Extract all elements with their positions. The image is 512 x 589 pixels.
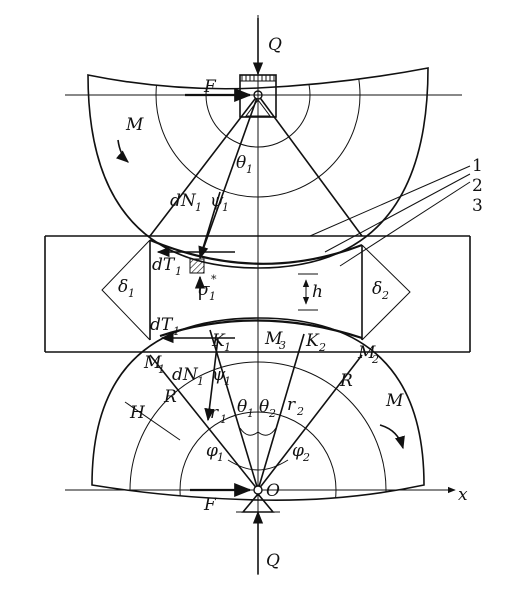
label-theta1-top: θ [236, 153, 246, 173]
label-m-bottom: M [385, 391, 404, 411]
callout-3-leader [339, 181, 471, 267]
lower-inner-circle [129, 361, 387, 501]
label-phi2: φ [292, 441, 304, 461]
label-theta1-bottom: θ [237, 397, 247, 417]
label-m3-sub: 3 [279, 339, 286, 352]
label-phi2-sub: 2 [302, 451, 310, 464]
label-f-top: F [203, 77, 217, 97]
strip [44, 235, 471, 353]
lower-pivot [253, 485, 263, 495]
upper-contact-arc [149, 238, 363, 265]
r2-line [257, 333, 305, 491]
lower-roll [91, 317, 425, 513]
label-q-top: Q [268, 35, 282, 55]
r1-line [209, 329, 259, 491]
label-dt1-upper-sub: 1 [175, 265, 182, 278]
dn1-bottom-arrow [204, 337, 219, 422]
label-theta1-bottom-sub: 1 [247, 407, 254, 420]
label-theta1-top-sub: 1 [246, 163, 253, 176]
callout-1: 1 [472, 156, 483, 176]
label-m1: M [143, 353, 162, 373]
label-dn1-bottom: dN [172, 365, 199, 385]
label-sigma1: σ [198, 280, 210, 300]
label-theta2-bottom: θ [259, 397, 269, 417]
callout-3: 3 [472, 196, 483, 216]
label-r1-sub: 1 [220, 413, 227, 426]
upper-left-radius [149, 94, 259, 237]
label-psi1-bottom-sub: 1 [224, 375, 231, 388]
upper-right-radius [257, 94, 363, 237]
label-m-top: M [125, 115, 144, 135]
label-m2-sub: 2 [371, 353, 379, 366]
label-r2: r [287, 395, 296, 415]
label-h-upper: H [129, 403, 146, 423]
label-h: h [312, 282, 323, 302]
label-x: x [458, 485, 468, 505]
h-dimension-line [124, 401, 181, 441]
label-psi1-top: ψ [210, 191, 224, 211]
delta2-wedge [361, 244, 411, 341]
theta1-arc [239, 427, 259, 436]
dn1-top-arrow [198, 191, 221, 260]
label-delta1: δ [118, 277, 128, 297]
label-f-bottom: F [203, 495, 217, 515]
label-theta2-bottom-sub: 2 [268, 407, 276, 420]
label-dt1-lower-sub: 1 [173, 325, 180, 338]
label-sigma1-sub: 1 [209, 290, 216, 303]
label-phi1-sub: 1 [217, 451, 224, 464]
label-o: O [266, 481, 280, 501]
label-k2: K [305, 331, 320, 351]
label-dn1-top: dN [170, 191, 197, 211]
label-k1: K [211, 331, 226, 351]
label-r-left: R [163, 387, 177, 407]
label-r1: r [210, 403, 219, 423]
label-phi1: φ [206, 441, 218, 461]
label-delta2: δ [372, 279, 382, 299]
label-m3: M [264, 329, 283, 349]
label-dn1-bottom-sub: 1 [197, 375, 204, 388]
label-psi1-top-sub: 1 [222, 201, 229, 214]
label-sigma1-sup: * [211, 273, 217, 286]
upper-dn1-line [199, 94, 259, 259]
label-k1-sub: 1 [224, 341, 231, 354]
label-dt1-upper: dT [152, 255, 176, 275]
element-block [189, 258, 205, 274]
label-k2-sub: 2 [318, 341, 326, 354]
callout-2-leader [324, 173, 471, 253]
label-r-right: R [339, 371, 353, 391]
label-m2: M [357, 343, 376, 363]
delta1-wedge [101, 239, 151, 341]
label-psi1-bottom: ψ [212, 365, 226, 385]
phi-arc [227, 459, 289, 471]
lower-roll-outline [91, 317, 425, 501]
label-r2-sub: 2 [296, 405, 304, 418]
label-m1-sub: 1 [158, 363, 165, 376]
lower-right-radius [257, 354, 363, 491]
callout-2: 2 [472, 176, 483, 196]
callout-1-leader [309, 165, 471, 237]
label-q-bottom: Q [266, 551, 280, 571]
lower-left-radius [149, 354, 259, 491]
label-delta2-sub: 2 [381, 289, 389, 302]
m-top-arrow [115, 139, 129, 163]
m-bottom-arrow [379, 424, 405, 450]
theta2-arc [257, 427, 277, 436]
lower-small-circle [179, 411, 337, 501]
label-delta1-sub: 1 [128, 287, 135, 300]
label-dn1-top-sub: 1 [195, 201, 202, 214]
label-dt1-lower: dT [150, 315, 174, 335]
